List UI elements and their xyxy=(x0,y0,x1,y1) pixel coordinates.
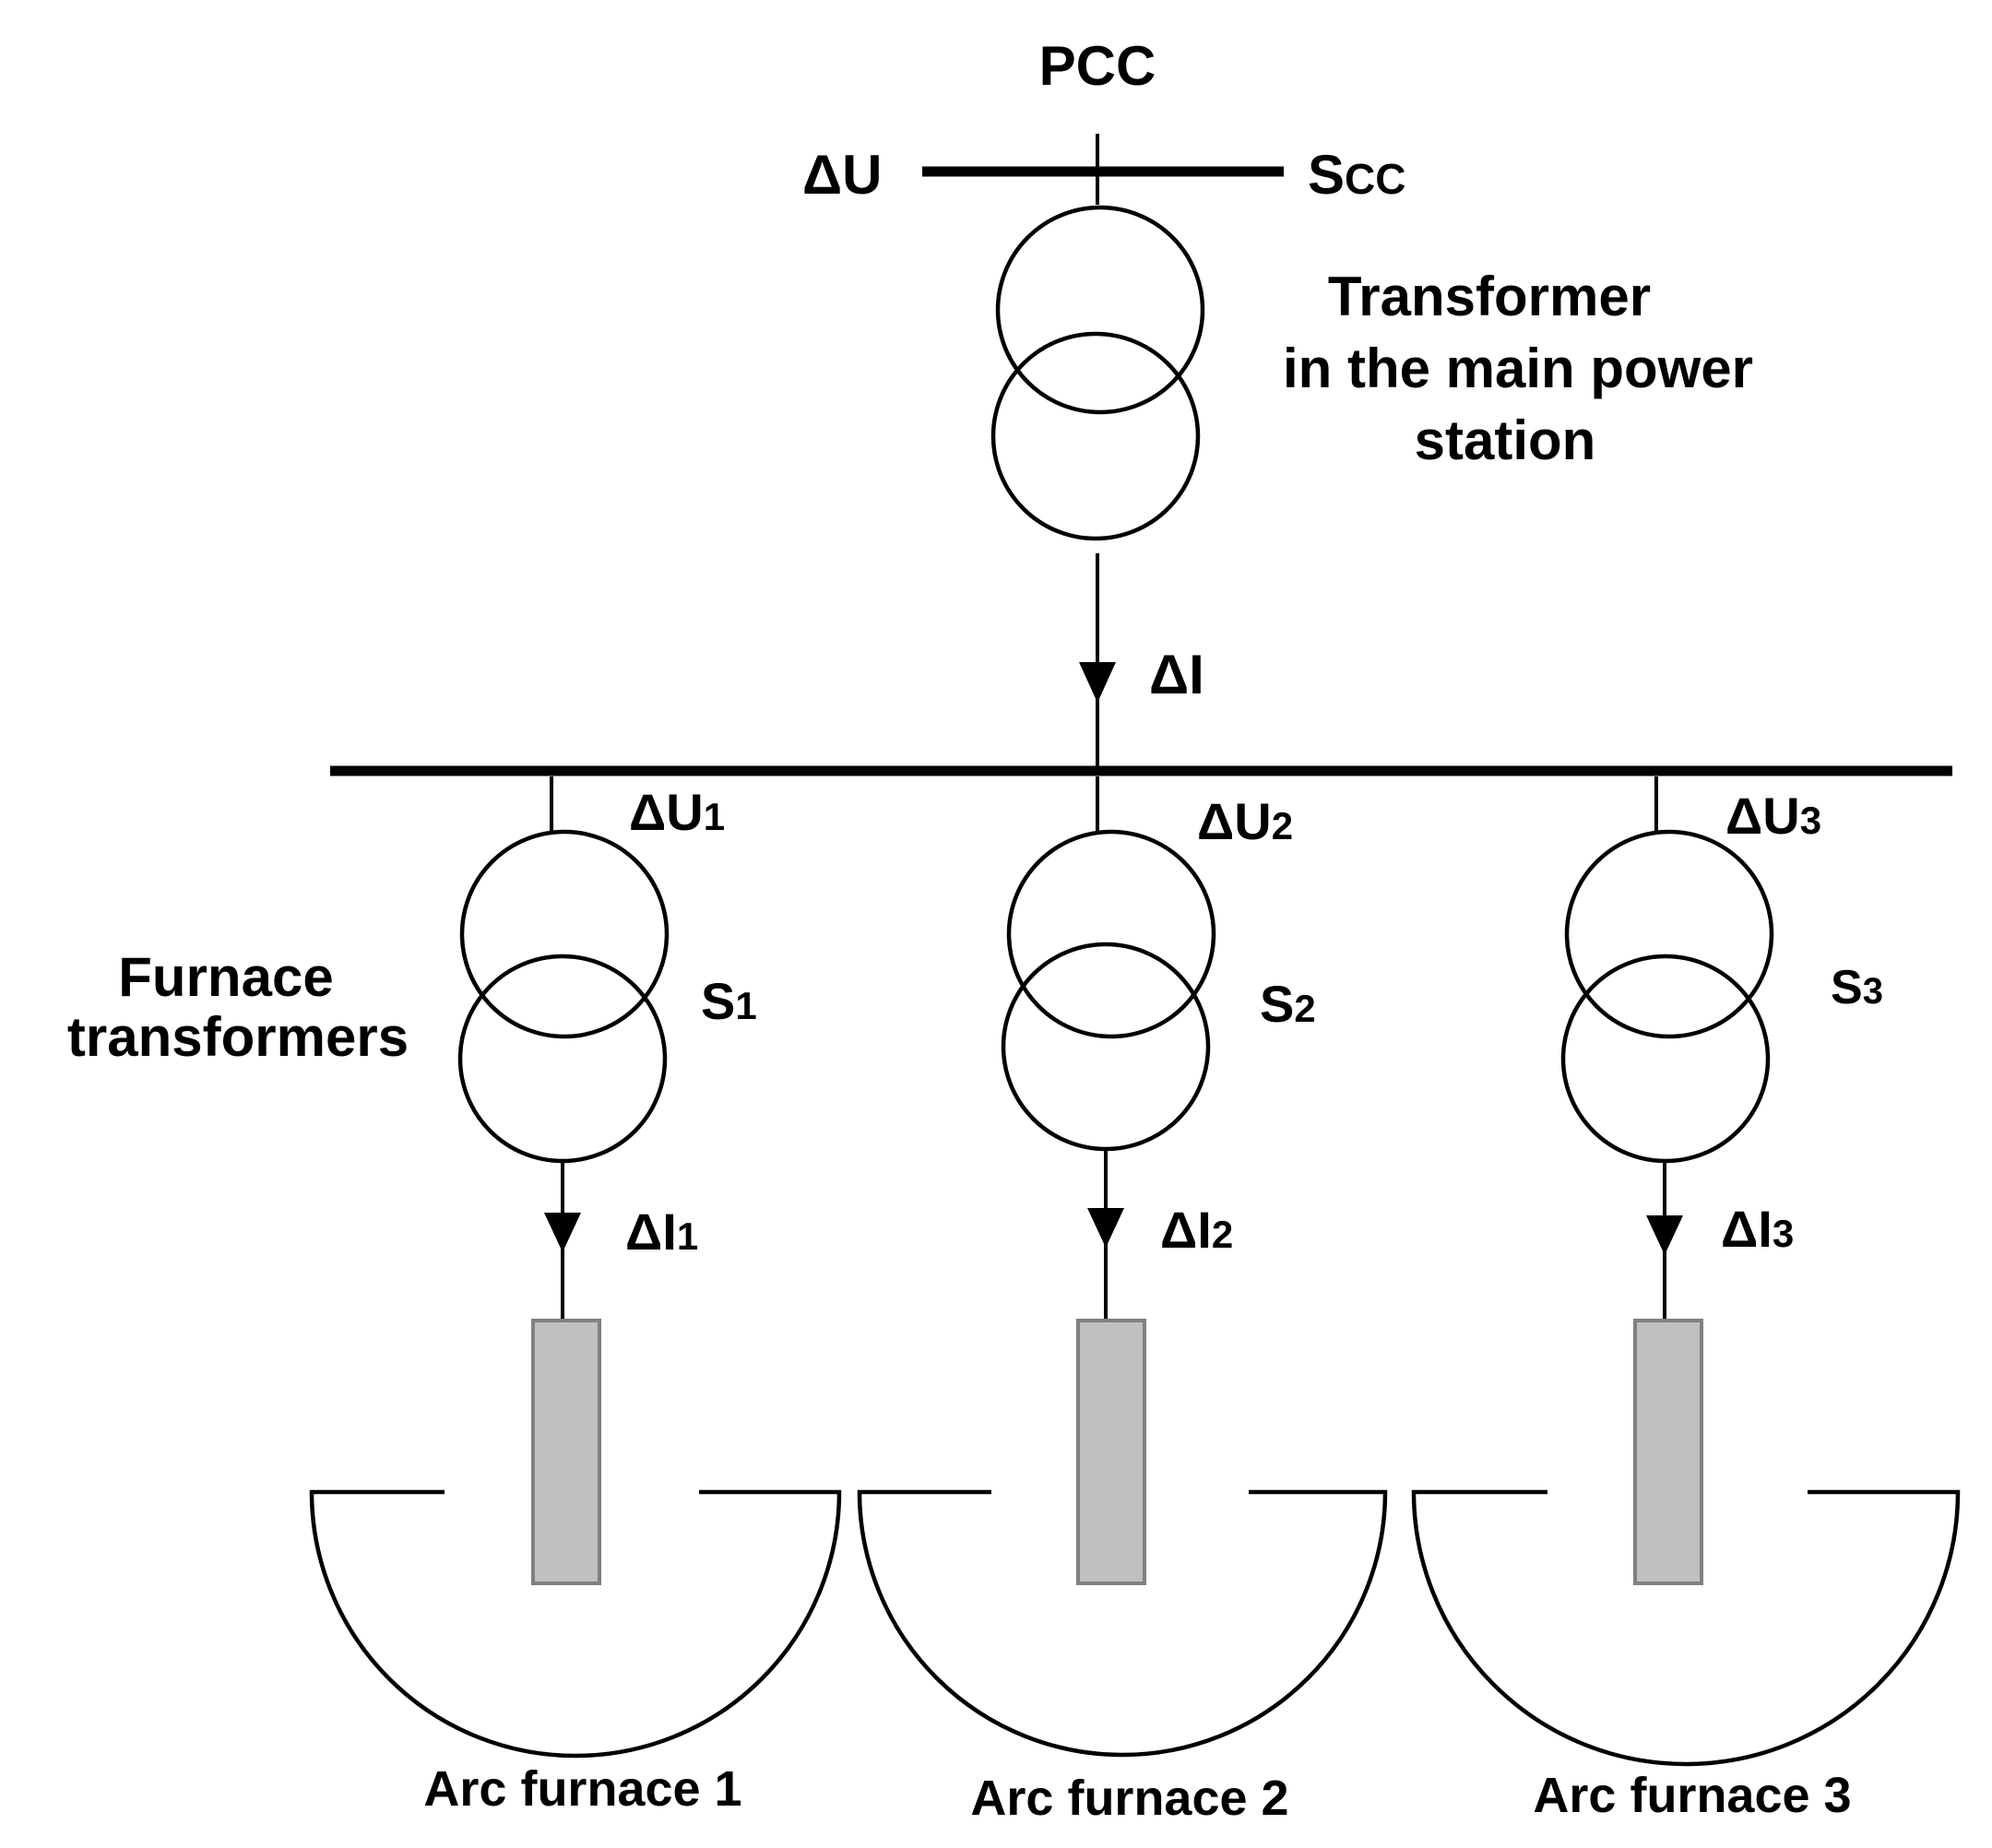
arc-furnace-2-label: Arc furnace 2 xyxy=(970,1771,1288,1826)
branch-2-delta-i-label: ΔI2 xyxy=(1160,1201,1233,1259)
pcc-delta-u-label: ΔU xyxy=(802,144,882,206)
branch-1-current-arrow xyxy=(544,1213,581,1252)
arc-furnace-2-vessel xyxy=(857,1489,1388,1758)
main-transformer-label-line2: in the main power xyxy=(1283,338,1753,399)
main-current-label: ΔI xyxy=(1149,644,1204,705)
branch-3-transformer-secondary-coil xyxy=(1560,954,1771,1164)
branch-1-transformer-primary-coil xyxy=(459,829,670,1039)
main-transformer-label-line1: Transformer xyxy=(1328,266,1651,327)
branch-2-current-arrow xyxy=(1087,1208,1124,1248)
branch-3-delta-i-label: ΔI3 xyxy=(1721,1200,1794,1258)
scc-label: SCC xyxy=(1308,144,1405,206)
branch-3-transformer-primary-coil xyxy=(1564,829,1774,1039)
branch-1-delta-i-label: ΔI1 xyxy=(625,1202,698,1261)
branch-3-delta-u-label: ΔU3 xyxy=(1725,787,1821,845)
arc-furnace-1-vessel xyxy=(309,1489,842,1759)
branch-1-transformer-secondary-coil xyxy=(457,954,668,1164)
branch-2-transformer-primary-coil xyxy=(1006,829,1216,1039)
branch-2-delta-u-label: ΔU2 xyxy=(1197,792,1293,850)
branch-3-electrode xyxy=(1633,1319,1703,1585)
main-transformer-label-line3: station xyxy=(1415,409,1596,471)
furnace-transformers-label-line2: transformers xyxy=(67,1006,409,1068)
branch-2: ΔU2 S2 ΔI2 Arc furnace 2 xyxy=(857,776,1388,1826)
branch-1: ΔU1 S1 ΔI1 Arc furnace 1 xyxy=(309,776,842,1817)
branch-3-s-label: S3 xyxy=(1831,961,1883,1014)
branch-1-electrode xyxy=(531,1319,601,1585)
branch-2-s-label: S2 xyxy=(1260,975,1316,1033)
branch-3: ΔU3 S3 ΔI3 Arc furnace 3 xyxy=(1411,776,1961,1823)
branch-2-transformer-secondary-coil xyxy=(1001,942,1211,1152)
main-transformer-primary-coil xyxy=(995,205,1205,415)
furnace-transformers-label-line1: Furnace xyxy=(118,946,333,1008)
main-transformer-secondary-coil xyxy=(990,331,1201,541)
branch-1-delta-u-label: ΔU1 xyxy=(629,783,725,841)
pcc-node: PCC ΔU SCC xyxy=(802,35,1405,206)
main-feeder: ΔI xyxy=(1079,553,1204,770)
branch-2-electrode xyxy=(1076,1319,1146,1585)
branch-3-current-arrow xyxy=(1646,1215,1683,1255)
main-transformer: Transformer in the main power station xyxy=(990,205,1753,541)
arc-furnace-3-label: Arc furnace 3 xyxy=(1533,1768,1851,1823)
arc-furnace-1-label: Arc furnace 1 xyxy=(423,1761,741,1817)
pcc-label: PCC xyxy=(1039,35,1156,97)
arc-furnace-3-vessel xyxy=(1411,1489,1961,1767)
branch-1-s-label: S1 xyxy=(701,972,757,1030)
main-current-arrow xyxy=(1079,662,1116,703)
